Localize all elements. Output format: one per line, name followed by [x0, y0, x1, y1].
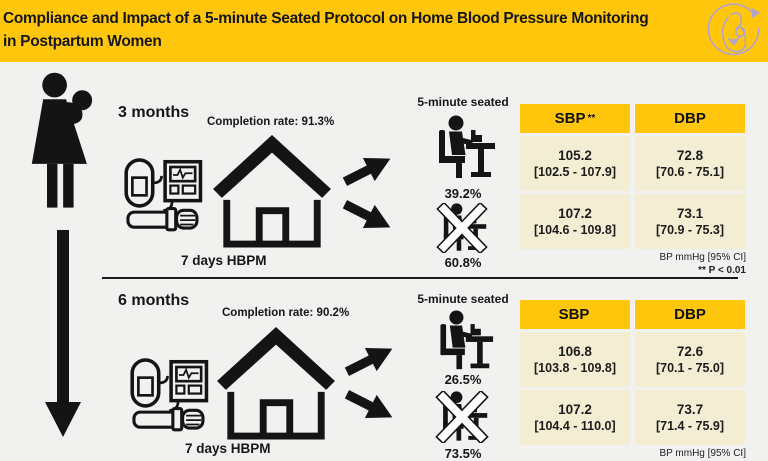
header-banner: Compliance and Impact of a 5-minute Seat… [0, 0, 768, 62]
seated-percentage: 26.5% [444, 372, 482, 387]
infographic-body: 3 months Completion rate: 91.3% 7 days H… [0, 62, 768, 461]
arrow-tip-icon [751, 7, 761, 19]
blood-pressure-monitor-icon [130, 358, 209, 432]
hbpm-label: 7 days HBPM [181, 253, 267, 268]
not-seated-percentage: 60.8% [444, 255, 482, 270]
timeline-down-arrow-icon [45, 230, 81, 437]
sbp-ci: [103.8 - 109.8] [534, 361, 616, 375]
dbp-ci: [70.6 - 75.1] [655, 165, 725, 179]
not-seated-person-icon [430, 391, 488, 443]
dbp-ci: [70.9 - 75.3] [655, 223, 725, 237]
timepoint-label: 6 months [118, 292, 190, 309]
sbp-column-header: SBP** [520, 104, 630, 133]
significance-mark: ** [587, 113, 596, 124]
sbp-header-text: SBP [558, 306, 590, 323]
mother-baby-logo-icon [707, 3, 761, 56]
page-title: Compliance and Impact of a 5-minute Seat… [3, 7, 683, 54]
seated-protocol-title: 5-minute seated [417, 95, 509, 109]
seated-person-icon [440, 310, 494, 370]
section-divider [102, 277, 738, 279]
page-title-line1: Compliance and Impact of a 5-minute Seat… [3, 10, 649, 27]
dbp-value: 72.8 [676, 148, 704, 163]
dbp-seated-cell: 72.8 [70.6 - 75.1] [635, 136, 745, 191]
house-icon [214, 324, 338, 440]
sbp-value: 107.2 [558, 206, 592, 221]
dbp-not-seated-cell: 73.1 [70.9 - 75.3] [635, 194, 745, 249]
page-title-line2: in Postpartum Women [3, 33, 162, 51]
sbp-ci: [104.4 - 110.0] [534, 419, 616, 433]
sbp-value: 106.8 [558, 344, 592, 359]
seated-protocol-title: 5-minute seated [417, 292, 509, 306]
seated-person-icon [439, 115, 495, 178]
not-seated-person-icon [430, 203, 487, 253]
section-6-months: 6 months Completion rate: 90.2% 7 days H… [0, 280, 768, 461]
dbp-value: 73.1 [676, 206, 704, 221]
sbp-column-header: SBP [520, 300, 630, 329]
dbp-not-seated-cell: 73.7 [71.4 - 75.9] [635, 390, 745, 445]
blood-pressure-monitor-icon [124, 158, 203, 232]
house-icon [210, 132, 334, 248]
dbp-header-text: DBP [674, 306, 706, 323]
sbp-ci: [102.5 - 107.9] [534, 165, 616, 179]
heart-icon [730, 38, 738, 46]
sbp-value: 105.2 [558, 148, 592, 163]
dbp-value: 73.7 [676, 402, 704, 417]
not-seated-percentage: 73.5% [444, 446, 482, 461]
bp-table: SBP DBP 106.8 [103.8 - 109.8] 72.6 [70.1 -… [520, 300, 745, 445]
section-3-months: 3 months Completion rate: 91.3% 7 days H… [0, 62, 768, 280]
completion-rate-label: Completion rate: 91.3% [207, 116, 335, 128]
bp-table: SBP** DBP 105.2 [102.5 - 107.9] 72.8 [70.6… [520, 104, 745, 249]
arrow-up-right-icon [338, 147, 397, 194]
dbp-column-header: DBP [635, 104, 745, 133]
seated-percentage: 39.2% [444, 186, 482, 201]
timepoint-label: 3 months [118, 104, 190, 121]
dbp-ci: [70.1 - 75.0] [655, 361, 725, 375]
sbp-not-seated-cell: 107.2 [104.6 - 109.8] [520, 194, 630, 249]
sbp-seated-cell: 106.8 [103.8 - 109.8] [520, 332, 630, 387]
sbp-header-text: SBP [554, 110, 586, 127]
sbp-seated-cell: 105.2 [102.5 - 107.9] [520, 136, 630, 191]
units-footnote: BP mmHg [95% CI] [659, 252, 746, 263]
sbp-value: 107.2 [558, 402, 592, 417]
dbp-value: 72.6 [676, 344, 704, 359]
hbpm-label: 7 days HBPM [185, 441, 271, 456]
sbp-ci: [104.6 - 109.8] [534, 223, 616, 237]
dbp-column-header: DBP [635, 300, 745, 329]
units-footnote: BP mmHg [95% CI] [659, 448, 746, 459]
arrow-up-right-icon [340, 337, 399, 384]
mother-holding-baby-icon [31, 72, 93, 208]
arrow-down-right-icon [340, 382, 399, 429]
sbp-not-seated-cell: 107.2 [104.4 - 110.0] [520, 390, 630, 445]
arrow-down-right-icon [338, 192, 397, 239]
dbp-header-text: DBP [674, 110, 706, 127]
dbp-seated-cell: 72.6 [70.1 - 75.0] [635, 332, 745, 387]
dbp-ci: [71.4 - 75.9] [655, 419, 725, 433]
significance-footnote: ** P < 0.01 [698, 265, 746, 276]
completion-rate-label: Completion rate: 90.2% [222, 307, 350, 319]
